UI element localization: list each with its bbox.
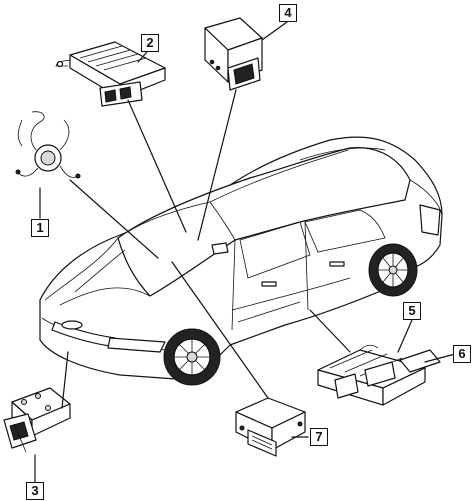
callout-6: 6: [453, 345, 471, 363]
callout-4: 4: [279, 4, 297, 22]
occupant-restraint-module: [55, 41, 166, 107]
side-impact-sensor: [3, 387, 71, 453]
callout-5: 5: [403, 302, 421, 320]
callout-3: 3: [26, 482, 44, 500]
callout-1: 1: [31, 219, 49, 237]
occupant-classification-module: [235, 397, 306, 457]
callout-7: 7: [310, 428, 328, 446]
relay-module: [204, 17, 263, 91]
callout-2: 2: [141, 34, 159, 52]
car-illustration: [39, 136, 443, 386]
leader-lines: [34, 21, 456, 483]
seat-belt-tensioner-modules: [317, 344, 441, 406]
clockspring-component: [15, 111, 81, 179]
